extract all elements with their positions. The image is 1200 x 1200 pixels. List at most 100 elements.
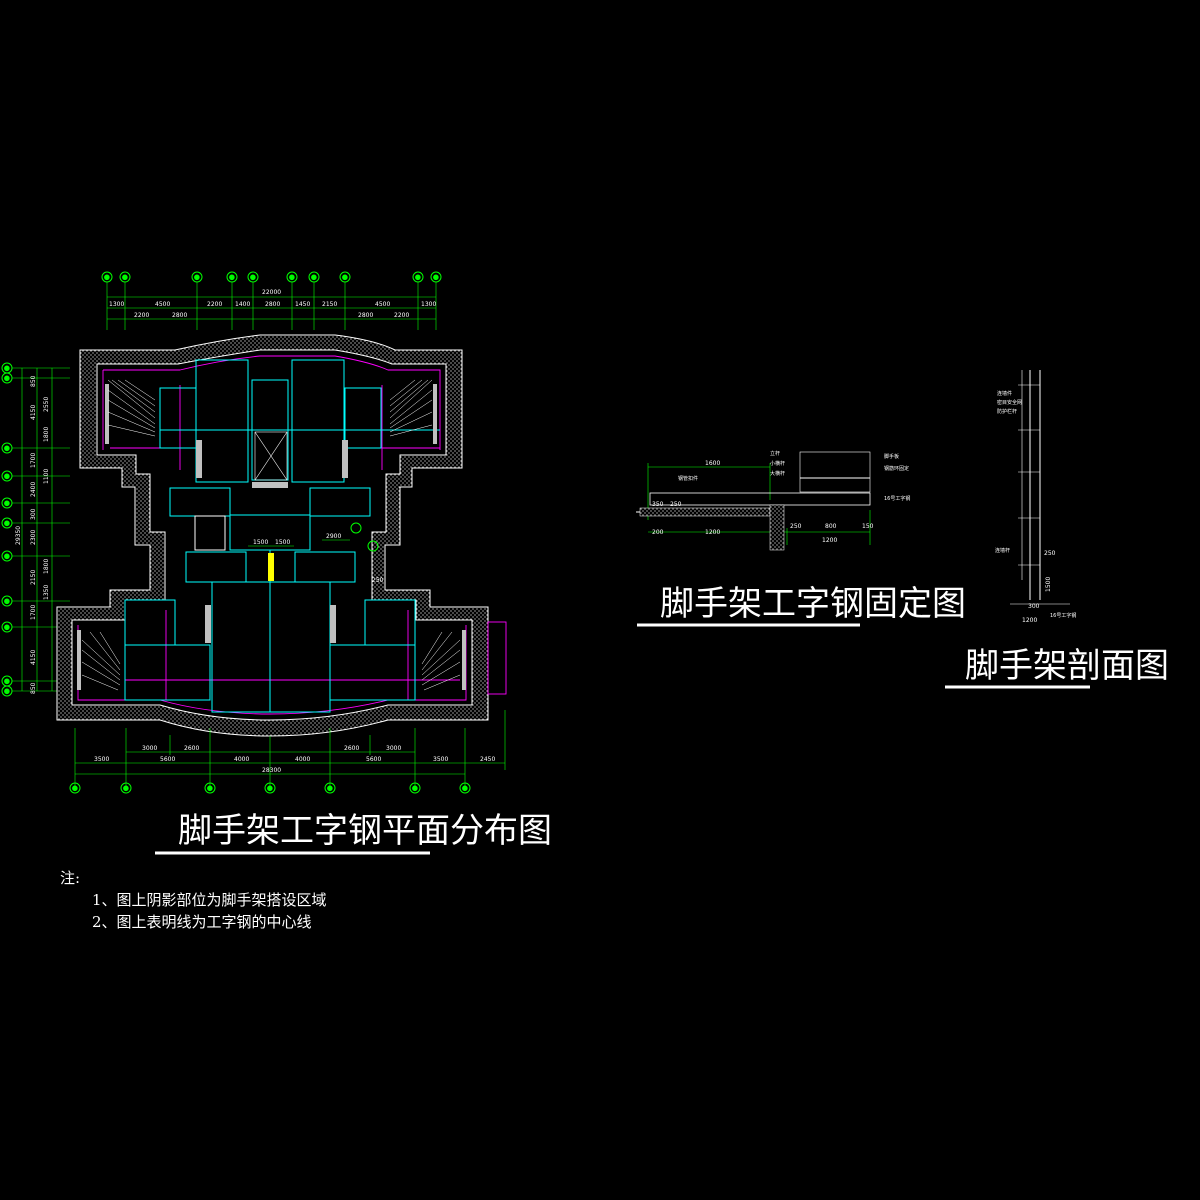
i-beam-highlight [268,553,274,581]
axis-symbol: ⊕ [327,785,333,793]
svg-text:250: 250 [670,501,682,508]
svg-text:4000: 4000 [295,756,310,763]
axis-symbol: ⊕ [433,274,439,282]
svg-text:4150: 4150 [30,405,37,420]
svg-text:300: 300 [30,508,37,520]
fix-dims: 350 250 200 1200 250 800 150 1200 [652,501,874,544]
svg-text:钢筋环固定: 钢筋环固定 [884,465,909,472]
svg-text:钢管扣件: 钢管扣件 [678,475,698,482]
svg-text:1300: 1300 [109,301,124,308]
svg-text:250: 250 [790,523,802,530]
axis-symbol: ⊕ [4,598,10,606]
stair-fan-bl [81,631,121,691]
section-title: 脚手架剖面图 [965,646,1169,686]
axis-symbol: ⊕ [207,785,213,793]
axis-symbol: ⊕ [267,785,273,793]
svg-text:250: 250 [1044,550,1056,557]
svg-text:1500: 1500 [275,539,290,546]
axis-symbol: ⊕ [462,785,468,793]
section-detail: 连墙件 密目安全网 防护栏杆 连墙杆 16号工字钢 250 1500 300 1… [945,370,1169,689]
svg-text:850: 850 [30,682,37,694]
svg-text:16号工字钢: 16号工字钢 [884,495,910,502]
axis-symbol: ⊕ [311,274,317,282]
axis-symbol: ⊕ [342,274,348,282]
svg-text:2200: 2200 [207,301,222,308]
svg-text:2800: 2800 [358,312,373,319]
bottom-dims: 3000 2600 2600 3000 3500 5600 4000 4000 … [94,745,495,774]
svg-text:1600: 1600 [705,460,720,467]
axis-symbol: ⊕ [250,274,256,282]
svg-text:3000: 3000 [386,745,401,752]
axis-symbol: ⊕ [4,473,10,481]
svg-text:350: 350 [652,501,664,508]
svg-text:150: 150 [862,523,874,530]
svg-text:200: 200 [652,529,664,536]
svg-text:1800: 1800 [43,427,50,442]
svg-text:2400: 2400 [30,482,37,497]
left-dims: 850 4150 2550 1800 1700 2400 1100 300 23… [15,375,50,694]
svg-text:立杆: 立杆 [770,450,780,457]
svg-text:4000: 4000 [234,756,249,763]
axis-symbol: ⊕ [4,365,10,373]
svg-text:1350: 1350 [43,585,50,600]
fix-title: 脚手架工字钢固定图 [660,584,966,624]
axis-symbol: ⊕ [4,678,10,686]
axis-symbol: ⊕ [4,553,10,561]
axis-symbol: ⊕ [289,274,295,282]
bottom-total-dim: 28300 [262,767,281,774]
svg-text:1500: 1500 [1045,577,1052,592]
svg-text:2800: 2800 [172,312,187,319]
svg-text:脚手板: 脚手板 [884,453,899,460]
fix-labels: 立杆 小横杆 大横杆 钢管扣件 脚手板 钢筋环固定 16号工字钢 [678,450,910,502]
svg-text:2450: 2450 [480,756,495,763]
plan-view: ⊕ ⊕ ⊕ ⊕ ⊕ ⊕ ⊕ ⊕ ⊕ ⊕ 22000 1300 4500 2200 1400 280… [1,271,552,931]
svg-text:防护栏杆: 防护栏杆 [997,408,1017,415]
svg-text:3500: 3500 [433,756,448,763]
svg-text:16号工字钢: 16号工字钢 [1050,612,1076,619]
svg-text:1700: 1700 [30,605,37,620]
svg-text:2200: 2200 [134,312,149,319]
svg-text:2900: 2900 [326,533,341,540]
notes-line1: 1、图上阴影部位为脚手架搭设区域 [92,891,327,909]
svg-text:连墙杆: 连墙杆 [995,547,1010,554]
building-inner [71,349,473,721]
svg-text:2600: 2600 [344,745,359,752]
axis-symbol: ⊕ [229,274,235,282]
axis-symbol: ⊕ [415,274,421,282]
axis-symbol: ⊕ [4,500,10,508]
notes-line2: 2、图上表明线为工字钢的中心线 [92,913,312,931]
notes-head: 注: [60,869,80,887]
top-total-dim: 22000 [262,289,281,296]
svg-text:800: 800 [825,523,837,530]
stair-fan-tr [389,379,433,437]
svg-text:850: 850 [30,375,37,387]
svg-text:2200: 2200 [394,312,409,319]
svg-text:2150: 2150 [322,301,337,308]
svg-text:4500: 4500 [375,301,390,308]
svg-text:5600: 5600 [160,756,175,763]
top-dims: 1300 4500 2200 1400 2800 1450 2150 4500 … [109,301,436,319]
axis-symbol: ⊕ [122,274,128,282]
svg-text:1800: 1800 [43,559,50,574]
svg-text:4150: 4150 [30,650,37,665]
axis-symbol: ⊕ [4,445,10,453]
svg-text:1700: 1700 [30,453,37,468]
svg-text:2300: 2300 [30,530,37,545]
plan-title: 脚手架工字钢平面分布图 [178,811,552,851]
section-labels: 连墙件 密目安全网 防护栏杆 连墙杆 16号工字钢 250 1500 300 1… [995,390,1076,624]
left-total-dim: 29350 [15,526,22,545]
axis-symbol: ⊕ [412,785,418,793]
svg-text:2600: 2600 [184,745,199,752]
svg-text:大横杆: 大横杆 [770,470,785,477]
svg-text:小横杆: 小横杆 [770,460,785,467]
left-axis-bubbles: ⊕⊕⊕⊕⊕⊕⊕⊕⊕⊕⊕ [1,362,13,697]
svg-text:1100: 1100 [43,469,50,484]
stair-core [254,431,288,481]
axis-symbol: ⊕ [4,375,10,383]
axis-symbol: ⊕ [4,624,10,632]
axis-symbol: ⊕ [72,785,78,793]
svg-text:4500: 4500 [155,301,170,308]
svg-text:1450: 1450 [295,301,310,308]
svg-text:300: 300 [1028,603,1040,610]
